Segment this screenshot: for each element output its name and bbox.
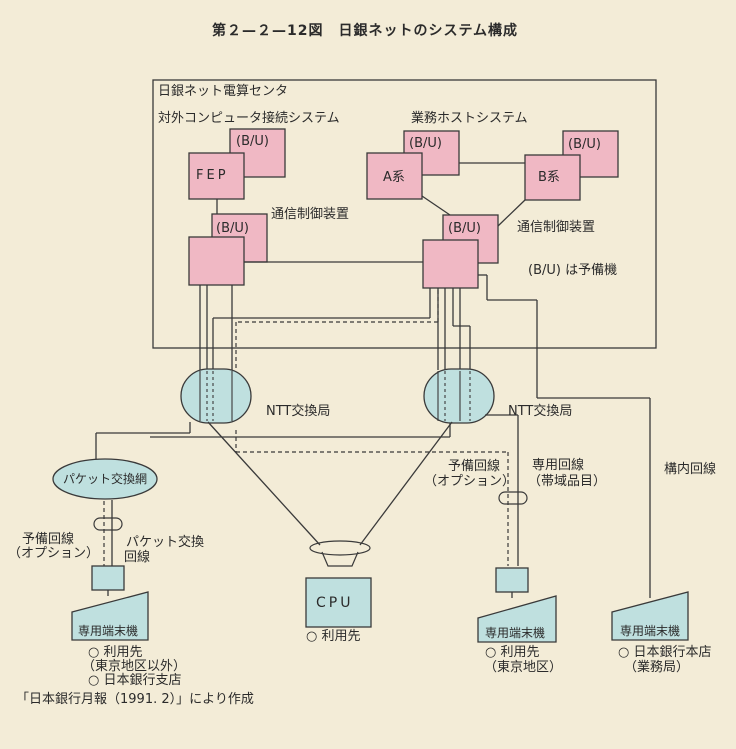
- cpu-box: [305, 577, 372, 628]
- cpu-connector: [309, 540, 371, 556]
- terminal-mid-label: 専用端末機: [485, 626, 546, 640]
- ntt-exchange-right: [423, 368, 495, 424]
- b-kei-label: B系: [538, 170, 560, 185]
- b-kei-box: [524, 154, 581, 201]
- backup-line-left-label-2: （オプション）: [8, 546, 100, 561]
- terminal-right-label: 専用端末機: [620, 624, 681, 638]
- line-bundle-left: [93, 517, 123, 531]
- packet-network: [52, 458, 158, 500]
- cpu-label: CPU: [316, 595, 354, 611]
- user-mid-label-1: ○ 利用先: [485, 645, 540, 660]
- user-left-label-3: ○ 日本銀行支店: [88, 673, 182, 688]
- backup-line-left-label-1: 予備回線: [22, 532, 75, 547]
- comm-ctrl-left-label: 通信制御装置: [271, 207, 350, 222]
- comm-ctrl-right-label: 通信制御装置: [517, 220, 596, 235]
- ntt-right-label: NTT交換局: [508, 404, 573, 419]
- user-right-label-2: （業務局）: [624, 660, 690, 675]
- packet-network-label: パケット交換網: [63, 472, 148, 486]
- diagram-title: 第２—２—12図 日銀ネットのシステム構成: [212, 23, 519, 39]
- fep-label: FEP: [196, 168, 229, 183]
- a-kei-backup-label: (B/U): [409, 136, 442, 151]
- user-right-label-1: ○ 日本銀行本店: [618, 645, 712, 660]
- b-kei-backup-label: (B/U): [568, 137, 601, 152]
- terminal-mid: [477, 595, 557, 643]
- premises-line-label: 構内回線: [664, 462, 717, 477]
- user-left-label-1: ○ 利用先: [88, 645, 143, 660]
- dedicated-line-label-1: 専用回線: [532, 458, 585, 473]
- terminal-left: [71, 591, 149, 641]
- a-kei-box: [366, 152, 423, 200]
- center-boundary: [152, 79, 657, 349]
- ntt-left-label: NTT交換局: [266, 404, 331, 419]
- source-note: 「日本銀行月報（1991. 2）」により作成: [16, 692, 254, 707]
- external-system-label: 対外コンピュータ接続システム: [158, 111, 340, 126]
- modem-mid: [495, 567, 529, 593]
- comm-ctrl-left-backup-label: (B/U): [216, 221, 249, 236]
- fep-backup-label: (B/U): [236, 134, 269, 149]
- user-left-label-2: （東京地区以外）: [82, 659, 187, 674]
- ntt-exchange-left: [180, 368, 252, 424]
- dedicated-line-label-2: （帯域品目）: [528, 474, 607, 489]
- center-label: 日銀ネット電算センタ: [158, 84, 289, 99]
- terminal-left-label: 専用端末機: [78, 624, 139, 638]
- terminal-right: [611, 591, 689, 641]
- packet-line-label-2: 回線: [124, 550, 151, 565]
- host-system-label: 業務ホストシステム: [411, 111, 528, 126]
- user-mid-label-2: （東京地区）: [484, 660, 563, 675]
- comm-ctrl-right-box: [422, 239, 479, 289]
- comm-ctrl-right-backup-label: (B/U): [448, 221, 481, 236]
- modem-left: [91, 565, 125, 591]
- comm-ctrl-left-box: [188, 236, 245, 286]
- line-bundle-right: [498, 491, 528, 505]
- backup-line-right-label-2: （オプション）: [424, 474, 516, 489]
- user-cpu-label: ○ 利用先: [306, 629, 361, 644]
- a-kei-label: A系: [383, 170, 405, 185]
- packet-line-label-1: パケット交換: [126, 535, 205, 550]
- bu-note: (B/U) は予備機: [528, 263, 618, 278]
- backup-line-right-label-1: 予備回線: [448, 459, 501, 474]
